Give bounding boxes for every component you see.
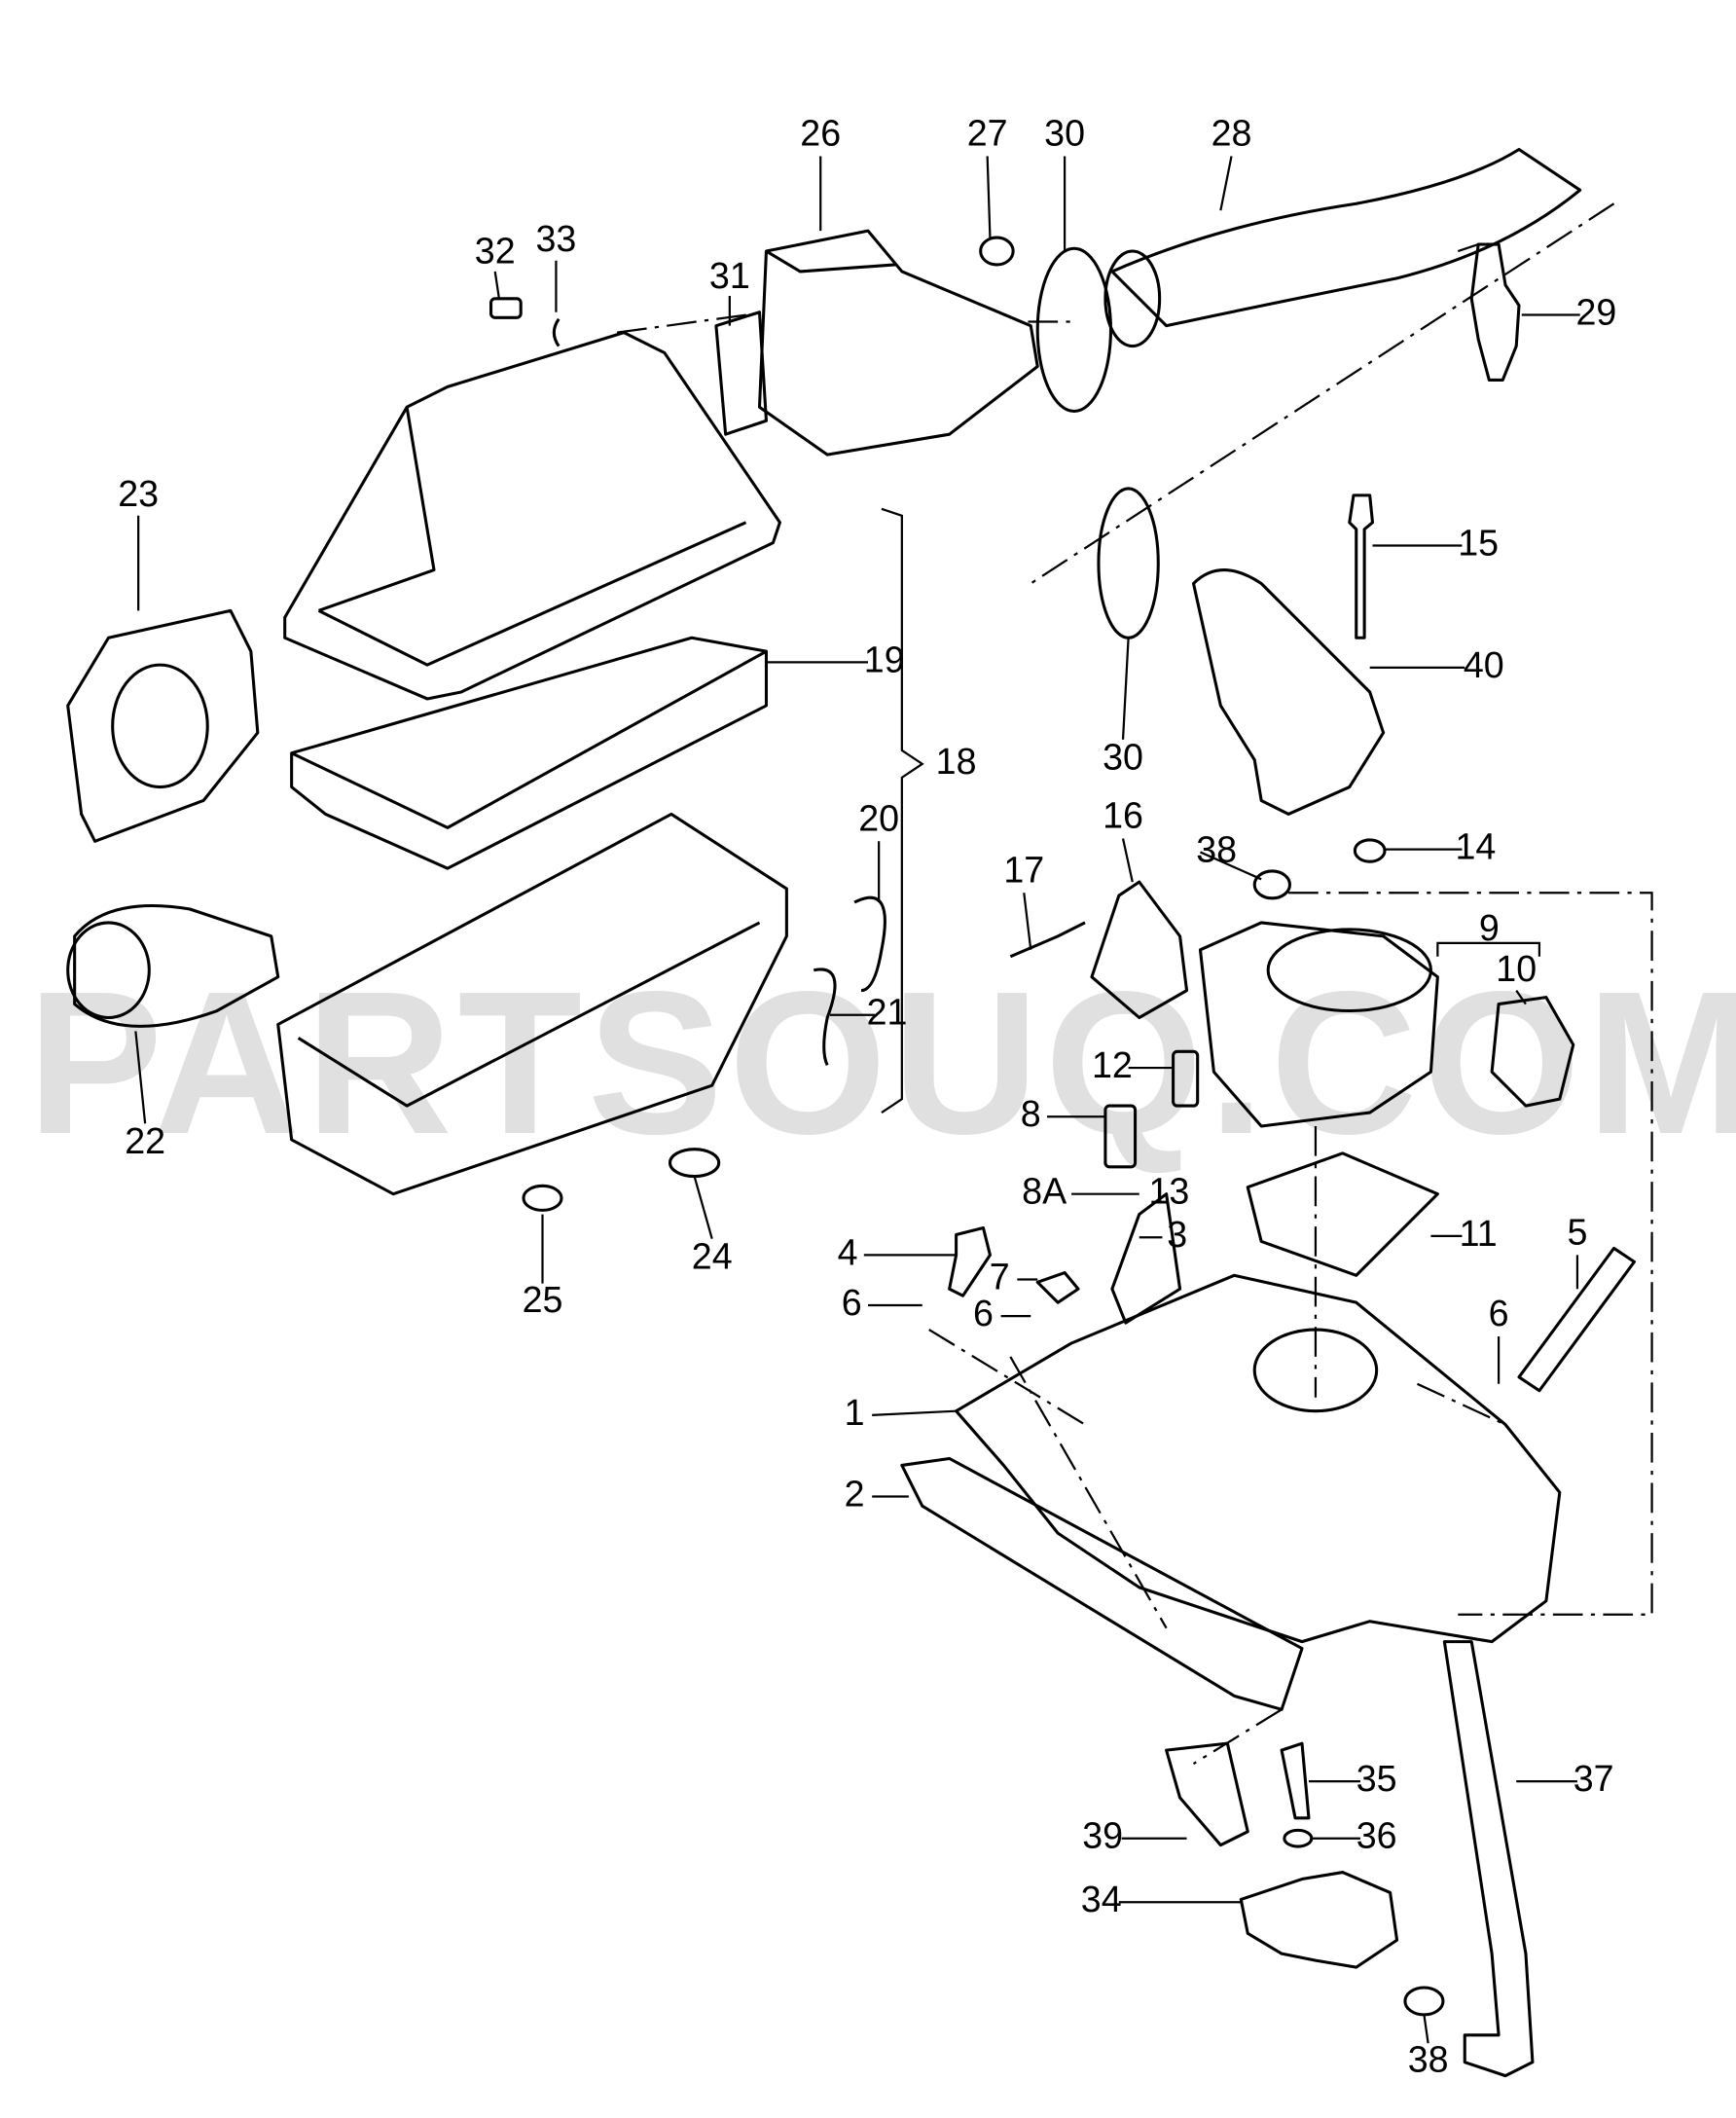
callout-34: 34 [1081, 1879, 1122, 1919]
callout-15: 15 [1458, 522, 1499, 563]
callout-38: 38 [1408, 2039, 1449, 2080]
callout-6: 6 [973, 1293, 994, 1333]
callout-6: 6 [842, 1282, 862, 1323]
manifold-gasket-2 [900, 1456, 1304, 1711]
callout-20: 20 [858, 797, 899, 838]
callout-27: 27 [967, 112, 1008, 153]
callout-22: 22 [125, 1120, 165, 1161]
callout-40: 40 [1464, 644, 1504, 685]
callout-13: 13 [1148, 1171, 1189, 1212]
callout-19: 19 [864, 639, 905, 679]
callout-32: 32 [475, 231, 516, 272]
callout-24: 24 [692, 1236, 733, 1277]
callout-18: 18 [936, 741, 977, 782]
callout-6: 6 [1489, 1293, 1509, 1333]
callout-2: 2 [845, 1473, 865, 1514]
callout-17: 17 [1003, 849, 1044, 890]
watermark: PARTSOUQ.COM [27, 950, 1736, 1177]
callout-5: 5 [1567, 1211, 1587, 1252]
valve-34 [1239, 1871, 1399, 1969]
callout-16: 16 [1103, 795, 1143, 836]
callout-8: 8 [1021, 1093, 1041, 1134]
air-filter-upper-housing [283, 331, 781, 701]
callout-21: 21 [867, 992, 908, 1033]
callout-30: 30 [1044, 112, 1085, 153]
callout-10: 10 [1496, 948, 1537, 989]
intake-hose-28 [1110, 147, 1582, 328]
bracket-23 [66, 608, 260, 843]
callout-8A: 8A [1022, 1171, 1067, 1212]
throttle-body-9 [1198, 921, 1439, 1128]
callout-26: 26 [800, 112, 841, 153]
callout-35: 35 [1356, 1758, 1397, 1799]
dash-dot-reference-lines [617, 202, 1653, 1766]
callout-9: 9 [1479, 907, 1500, 948]
callout-23: 23 [118, 473, 159, 514]
callout-38: 38 [1196, 828, 1237, 869]
callout-31: 31 [709, 255, 750, 296]
air-filter-lower-housing [276, 812, 788, 1196]
callout-7: 7 [990, 1256, 1010, 1296]
callout-11: 11 [1460, 1213, 1498, 1254]
intake-manifold-1 [955, 1273, 1562, 1644]
hose-37 [1442, 1640, 1535, 2078]
air-mass-meter-26 [757, 229, 1039, 456]
callout-3: 3 [1167, 1214, 1187, 1255]
air-filter-element [290, 636, 769, 870]
callout-14: 14 [1455, 826, 1496, 867]
callout-29: 29 [1576, 291, 1617, 332]
intake-tube-22 [73, 903, 280, 1028]
callout-30: 30 [1103, 737, 1143, 778]
callout-36: 36 [1356, 1815, 1397, 1856]
callout-1: 1 [845, 1392, 865, 1433]
leader-lines [134, 156, 1580, 2044]
callout-33: 33 [536, 218, 577, 259]
callout-25: 25 [523, 1279, 563, 1320]
callout-39: 39 [1082, 1815, 1123, 1856]
intake-elbow-40 [1191, 568, 1386, 816]
callout-4: 4 [838, 1231, 858, 1272]
part-drawings [66, 147, 1637, 2078]
callout-12: 12 [1092, 1044, 1133, 1085]
callout-28: 28 [1212, 112, 1252, 153]
callout-37: 37 [1573, 1758, 1614, 1799]
